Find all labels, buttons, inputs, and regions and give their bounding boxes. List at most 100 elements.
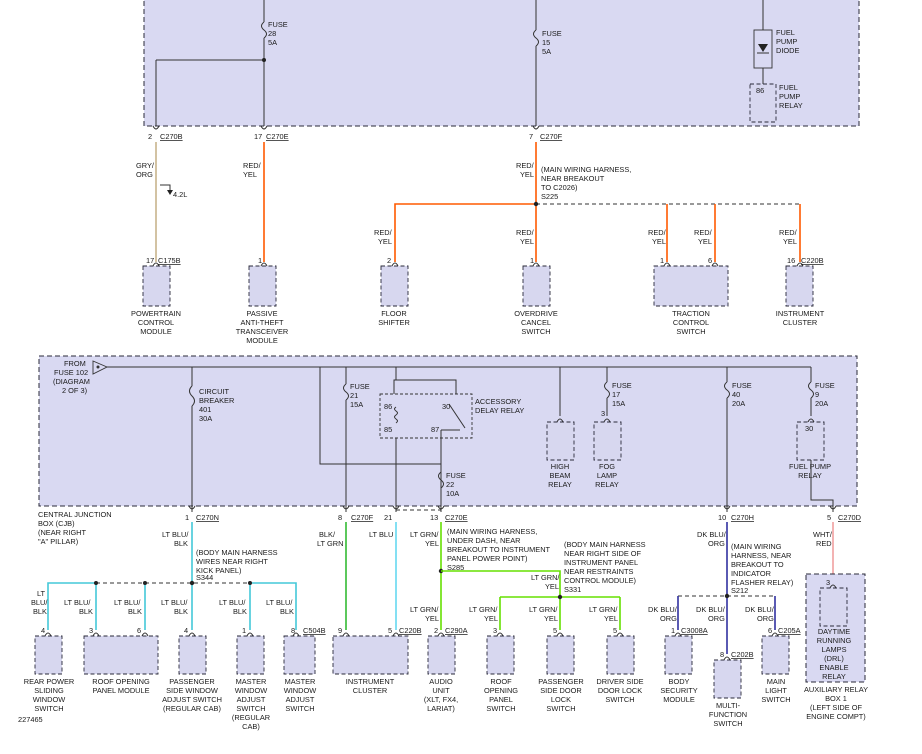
s285-l2: UNDER DASH, NEAR	[447, 536, 521, 545]
rops-l2: OPENING	[484, 686, 518, 695]
relay-pin-30: 30	[442, 402, 450, 411]
s285-l1: (MAIN WIRING HARNESS,	[447, 527, 537, 536]
mls-l1: MAIN	[767, 677, 785, 686]
engine-note: 4.2L	[173, 190, 187, 199]
wht-red-l1: WHT/	[813, 530, 833, 539]
top-pin-1: 2	[148, 132, 152, 141]
mls-conn: C205A	[778, 626, 801, 635]
fuse-28-num: 28	[268, 29, 276, 38]
fog-l3: RELAY	[595, 480, 619, 489]
s331-l3: INSTRUMENT PANEL	[564, 558, 638, 567]
floor-shifter: 2 FLOOR SHIFTER	[378, 256, 410, 327]
audio-conn: C290A	[445, 626, 468, 635]
mfs-l2: FUNCTION	[709, 710, 747, 719]
bsm-pin: 1	[671, 626, 675, 635]
fuse-9-icon	[808, 381, 814, 399]
bwl-5-l2: BLK	[233, 607, 247, 616]
bsm-l2: SECURITY	[660, 686, 697, 695]
floor-shifter-l1: FLOOR	[381, 309, 406, 318]
psdl-pin: 5	[553, 626, 557, 635]
traction-pin-b: 6	[708, 256, 712, 265]
fog-pin: 3	[601, 409, 605, 418]
fuse-9-amp: 20A	[815, 399, 828, 408]
fuse-15-label: FUSE	[542, 29, 562, 38]
pcm-l3: MODULE	[140, 327, 172, 336]
branch-wire-1-l2: YEL	[378, 237, 392, 246]
rops-l3: PANEL	[489, 695, 513, 704]
fuel-pump-relay-pin: 86	[756, 86, 764, 95]
pswas-pin: 4	[184, 626, 188, 635]
high-beam-relay	[546, 421, 575, 461]
pswas-l1: PASSENGER	[169, 677, 214, 686]
top-power-panel	[143, 0, 860, 127]
roof-opening-panel-module: 3 6 ROOF OPENING PANEL MODULE	[83, 626, 159, 695]
bwl-1-l3: BLK	[33, 607, 47, 616]
floor-shifter-l2: SHIFTER	[378, 318, 410, 327]
pats-pin: 1	[258, 256, 262, 265]
ic-bot-l2: CLUSTER	[353, 686, 388, 695]
s212-l1: (MAIN WIRING	[731, 542, 782, 551]
mfs-pin: 8	[720, 650, 724, 659]
red-yel-b-l1: RED/	[516, 161, 535, 170]
ic-bot-l1: INSTRUMENT	[346, 677, 395, 686]
body-security-module: 1 C3008A BODY SECURITY MODULE	[660, 626, 707, 704]
cb-l3: 401	[199, 405, 211, 414]
mwas-rc-l5: (REGULAR	[232, 713, 270, 722]
mfs-l1: MULTI-	[716, 701, 741, 710]
mwas-l3: ADJUST	[286, 695, 315, 704]
wht-red-l2: RED	[816, 539, 832, 548]
s344-l4: S344	[196, 573, 213, 582]
branch-wire-2-l1: RED/	[516, 228, 535, 237]
mwas-rc-l3: ADJUST	[237, 695, 266, 704]
dk-blu-org-l1: DK BLU/	[697, 530, 727, 539]
bwl-11-l1: DK BLU/	[648, 605, 678, 614]
red-yel-a-l2: YEL	[243, 170, 257, 179]
audio-l3: (XLT, FX4,	[424, 695, 458, 704]
bwl-5-l1: LT BLU/	[219, 598, 246, 607]
bwl-1-l2: BLU/	[31, 598, 48, 607]
cjb-pin-3: 21	[384, 513, 392, 522]
s212-l5: FLASHER RELAY)	[731, 578, 793, 587]
fuse-22-num: 22	[446, 480, 454, 489]
red-yel-b-l2: YEL	[520, 170, 534, 179]
central-junction-box	[38, 355, 858, 507]
rpsw-l2: SLIDING	[34, 686, 64, 695]
fog-l1: FOG	[599, 462, 615, 471]
wire-red-yel-floor	[394, 203, 536, 262]
s331-l6: S331	[564, 585, 581, 594]
mls-l3: SWITCH	[761, 695, 790, 704]
branch-wire-5-l2: YEL	[783, 237, 797, 246]
rops-pin: 3	[493, 626, 497, 635]
fuse-21-num: 21	[350, 391, 358, 400]
branch-wire-3-l1: RED/	[648, 228, 667, 237]
s344-l3: KICK PANEL)	[196, 566, 241, 575]
rops-l1: ROOF	[490, 677, 512, 686]
cb-l4: 30A	[199, 414, 212, 423]
mwas-rc-l4: SWITCH	[236, 704, 265, 713]
fuse-17-label: FUSE	[612, 381, 632, 390]
fpr-l1: FUEL PUMP	[789, 462, 831, 471]
s344-l2: WIRES NEAR RIGHT	[196, 557, 268, 566]
aux-box-l3: (LEFT SIDE OF	[810, 703, 863, 712]
psdl-l2: SIDE DOOR	[540, 686, 581, 695]
cjb-conn-5: C270H	[731, 513, 754, 522]
bwl-4-l2: BLK	[174, 607, 188, 616]
audio-pin: 2	[434, 626, 438, 635]
pcm-pin: 17	[146, 256, 154, 265]
bwl-6-l2: BLK	[280, 607, 294, 616]
traction-pin-a: 1	[660, 256, 664, 265]
fuse-17-num: 17	[612, 390, 620, 399]
fuse-40-amp: 20A	[732, 399, 745, 408]
fuse-40-num: 40	[732, 390, 740, 399]
fuse-21-icon	[343, 383, 349, 401]
fuse-21-label: FUSE	[350, 382, 370, 391]
bwl-13-l2: ORG	[757, 614, 774, 623]
bwl-3-l2: BLK	[128, 607, 142, 616]
bsm-l3: MODULE	[663, 695, 695, 704]
aux-box-l1: AUXILIARY RELAY	[804, 685, 868, 694]
from-arrow-icon	[92, 360, 109, 375]
fuse-22-icon	[438, 471, 444, 489]
drl-l3: LAMPS	[821, 645, 846, 654]
dsdl-l1: DRIVER SIDE	[596, 677, 643, 686]
passenger-side-door-lock-switch: 5 PASSENGER SIDE DOOR LOCK SWITCH	[538, 626, 583, 713]
